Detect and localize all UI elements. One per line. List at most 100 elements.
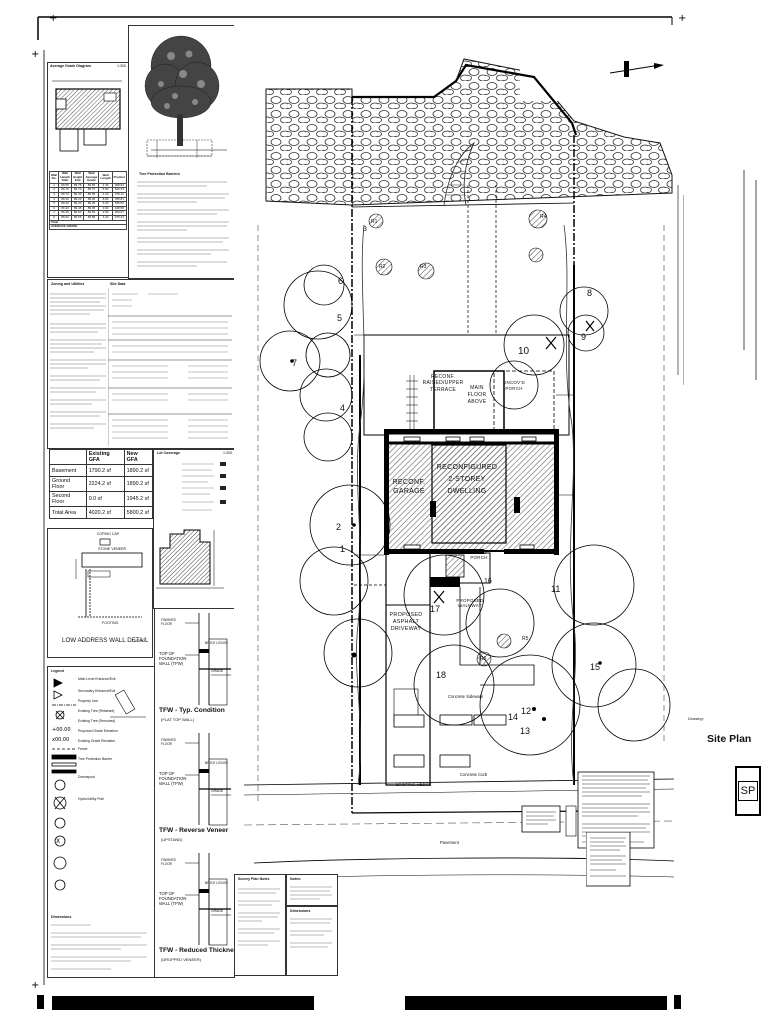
label-front-porch: COV'D PORCH xyxy=(470,550,488,561)
legend-item: Fence xyxy=(78,747,88,751)
wall-detail-panel: COPING CAP STONE VENEER FOOTING LOW ADDR… xyxy=(47,528,153,658)
bottom-bar-left xyxy=(52,996,314,1010)
brick-label: BRICK LEDGE xyxy=(205,641,228,645)
gfa-cell: 0.0 sf xyxy=(85,491,125,507)
bottom-bar-right-mark xyxy=(674,995,681,1009)
sheet-code-box: SP xyxy=(735,766,761,816)
average-grade-title: Average Grade Diagram xyxy=(50,64,91,68)
label-road: Pavement xyxy=(440,840,459,845)
avg-grade-cell: Wall Height Start xyxy=(58,171,72,184)
average-grade-diagram xyxy=(52,80,122,152)
bottom-bar-left-mark xyxy=(37,995,44,1009)
avg-grade-cell: AVERAGE GRADE xyxy=(49,224,127,230)
tree-number: 15 xyxy=(590,662,601,672)
site-data-table xyxy=(108,288,232,446)
wall-detail-coping: COPING CAP xyxy=(96,532,120,536)
legend-item: Secondary Entrance/Exit xyxy=(78,689,116,693)
right-edge-rules xyxy=(743,170,757,380)
notes-box: Notes: xyxy=(286,874,338,906)
zoning-panel: Zoning and Utilities Site Data xyxy=(47,279,235,449)
gfa-header-cell xyxy=(49,449,87,465)
label-driveway: PROPOSED ASPHALT DRIVEWAY xyxy=(389,612,423,632)
legend-item: Existing Tree (Removed) xyxy=(78,719,116,723)
tree-number: 6 xyxy=(338,276,344,286)
zoning-title: Zoning and Utilities xyxy=(51,282,85,286)
site-annotations-mid xyxy=(586,832,631,887)
tree-number: 18 xyxy=(436,670,447,680)
tfw-sections-panel: FINISHED FLOOR BRICK LEDGE TOP OF FOUNDATI… xyxy=(154,608,241,978)
wall-detail-scale: N.T.S. xyxy=(134,639,144,643)
average-grade-scale: 1:300 xyxy=(117,64,126,68)
label-existing-hedge: EXISTING HEDGE xyxy=(396,782,432,787)
tfw-section-drawing xyxy=(185,853,231,946)
label-porch: UNCOV'D PORCH xyxy=(503,380,525,391)
tree-number: 13 xyxy=(520,726,531,736)
title-label: TFW - Reduced Thickness xyxy=(159,947,242,954)
finish-label: FINISHED FLOOR xyxy=(161,738,176,746)
drawing-label: Drawing: xyxy=(688,716,704,721)
gfa-header-row: Existing GFA New GFA xyxy=(49,449,154,465)
tree-number: 2 xyxy=(336,522,342,532)
tree-notes-text xyxy=(137,181,229,267)
svg-text:X: X xyxy=(56,838,60,845)
finish-label: FINISHED FLOOR xyxy=(161,858,176,866)
lot-coverage-scale: 1:300 xyxy=(223,451,232,455)
wall-detail-stone: STONE VENEER xyxy=(98,547,127,551)
legend-panel: Legend +00.00 x00.00 X Main Level Entran… xyxy=(47,666,155,978)
tree-number: 4 xyxy=(340,403,346,413)
tree-number: 16 xyxy=(484,578,492,585)
grade-label: GRADE xyxy=(211,789,224,793)
tree-number: 1 xyxy=(340,544,346,554)
bottom-bar-right xyxy=(405,996,667,1010)
tree-number: 12 xyxy=(521,706,532,716)
gfa-cell: 1890.2 sf xyxy=(123,476,154,492)
legend-item: Proposed Grade Elevation xyxy=(78,729,118,733)
gfa-row: Ground Floor 2224.2 sf 1890.2 sf xyxy=(49,476,154,492)
tree-number: 14 xyxy=(508,712,519,722)
gfa-cell: 2224.2 sf xyxy=(85,476,125,492)
grade-label: GRADE xyxy=(211,909,224,913)
sheet-code: SP xyxy=(738,781,758,801)
label-terrace: RECONF. RAISED/UPPER TERRACE xyxy=(422,374,464,393)
gfa-row: Basement 1790.2 sf 1890.2 sf xyxy=(49,464,154,477)
svg-text:+: + xyxy=(31,980,39,991)
gfa-table: Existing GFA New GFA Basement 1790.2 sf … xyxy=(49,449,154,519)
site-data-title: Site Data xyxy=(110,282,126,286)
survey-notes-lines xyxy=(238,888,280,946)
label-reconf-garage: RECONF. GARAGE xyxy=(392,479,426,495)
legend-symbols: +00.00 x00.00 X xyxy=(51,678,77,891)
sub-label: (FLAT TOP WALL) xyxy=(161,717,195,722)
avg-grade-cell: Wall Height End xyxy=(70,171,85,184)
tfw-section-drawing xyxy=(185,613,231,706)
lot-coverage-diagram xyxy=(156,529,224,589)
wall-detail-title: LOW ADDRESS WALL DETAIL xyxy=(62,637,149,644)
north-arrow xyxy=(609,61,664,77)
top-label: TOP OF FOUNDATION WALL (TFW) xyxy=(159,891,187,906)
zoning-text-lines xyxy=(50,293,106,429)
tree-number: 7 xyxy=(292,358,298,368)
brick-label: BRICK LEDGE xyxy=(205,761,228,765)
dimensions-box-title: Dimensions xyxy=(290,909,311,913)
tfw-section-drawing xyxy=(185,733,231,826)
tree-number: 17 xyxy=(430,604,441,614)
tree-notes-title: Tree Protection Barriers xyxy=(139,172,180,176)
svg-text:+00.00: +00.00 xyxy=(52,727,71,733)
label-concrete-curb: Concrete Curb xyxy=(460,772,488,777)
legend-item: Existing Tree (Retained) xyxy=(78,709,115,713)
tree-number: 9 xyxy=(581,332,587,342)
gfa-cell: Second Floor xyxy=(49,491,87,507)
svg-text:x00.00: x00.00 xyxy=(52,737,69,743)
title-label: TFW - Typ. Condition xyxy=(159,707,225,714)
avg-grade-cell: Wall No. xyxy=(48,171,60,184)
tree-number: 11 xyxy=(551,584,561,594)
svg-text:+: + xyxy=(31,49,39,60)
removed-tree-label: R3 xyxy=(420,264,427,270)
notes-title: Notes: xyxy=(290,877,302,881)
removed-tree-label: R6 xyxy=(480,656,487,662)
